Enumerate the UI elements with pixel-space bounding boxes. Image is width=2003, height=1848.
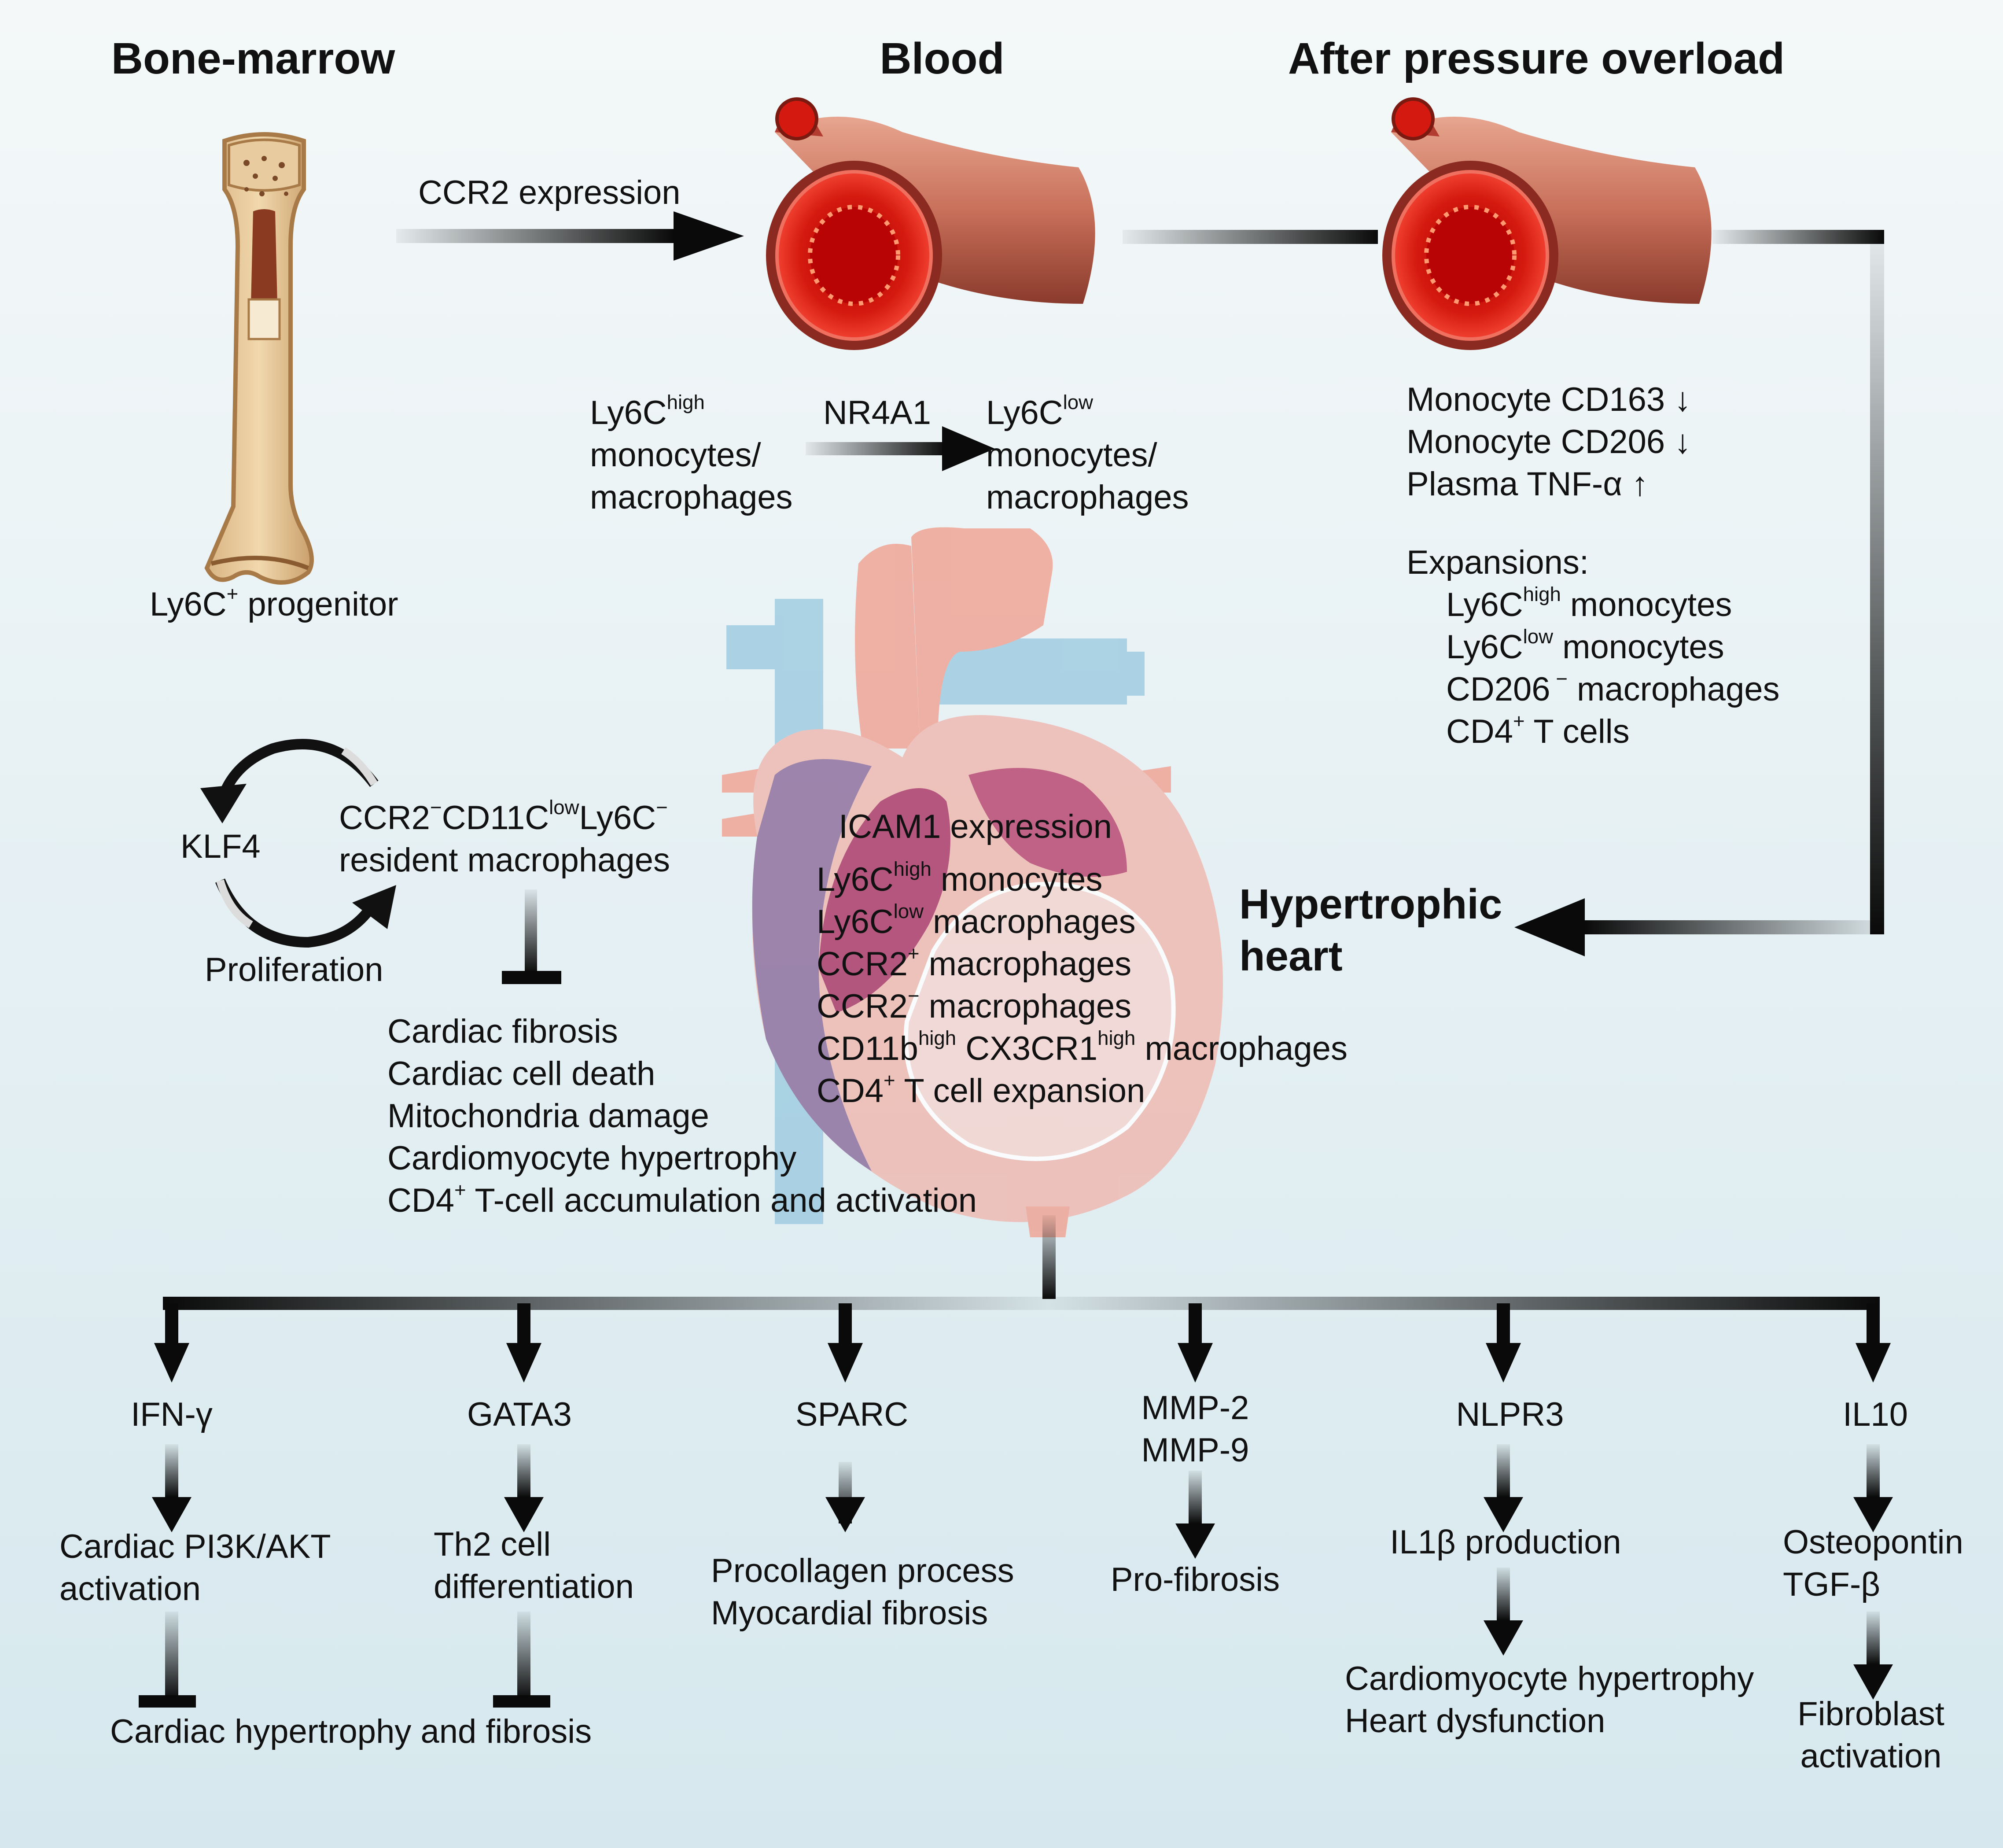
cardiac-hypertrophy-fibrosis-outcome: Cardiac hypertrophy and fibrosis [110,1713,592,1750]
mmp-effect: Pro-fibrosis [1110,1561,1280,1598]
header-after-pressure-overload: After pressure overload [1288,34,1785,83]
branch-mmp: MMP-2 MMP-9 [1141,1389,1249,1469]
nr4a1-arrow [806,426,995,471]
bone-illustration [204,132,314,585]
overload-markers: Monocyte CD163 ↓ Monocyte CD206 ↓ Plasma… [1407,381,1691,503]
sparc-effect: Procollagen process Myocardial fibrosis [711,1552,1014,1632]
klf4-label: KLF4 [180,828,261,865]
proliferation-label: Proliferation [205,951,383,989]
branch-il10: IL10 [1843,1396,1908,1433]
klf4-cycle-arrows [200,739,396,948]
ifn-effect: Cardiac PI3K/AKT activation [59,1528,331,1608]
overload-vessel-illustration [1382,97,1712,350]
nr4a1-label: NR4A1 [823,394,931,432]
hypertrophic-heart-label: Hypertrophic heart [1239,881,1502,980]
blood-to-overload-connector [1123,230,1378,244]
header-blood: Blood [880,34,1005,83]
branch-gata3: GATA3 [467,1396,572,1433]
resident-inhibition [502,889,561,984]
branch-ifn-gamma: IFN-γ [131,1396,213,1433]
secondary-arrows [152,1444,1893,1700]
blood-vessel-illustration [766,97,1095,350]
branch-sparc: SPARC [795,1396,909,1433]
overload-to-hypertrophic-connector [1514,230,1884,956]
icam1-expression-label: ICAM1 expression [839,808,1112,845]
inhibition-bars [139,1612,550,1708]
nlpr3-outcome: Cardiomyocyte hypertrophy Heart dysfunct… [1345,1660,1754,1740]
expansions-list: Expansions: Ly6Chigh monocytes Ly6Clow m… [1407,544,1780,750]
gata3-effect: Th2 cell differentiation [434,1526,634,1605]
ly6c-high-label: Ly6Chigh monocytes/ macrophages [590,391,793,516]
ly6c-low-label: Ly6Clow monocytes/ macrophages [986,391,1189,516]
branch-trunk [163,1215,1880,1310]
il10-effect: Osteopontin TGF-β [1783,1523,1963,1603]
ccr2-arrow [396,211,744,261]
progenitor-label: Ly6C+ progenitor [150,582,398,623]
ccr2-expression-label: CCR2 expression [418,174,681,211]
heart-cell-list: Ly6Chigh monocytes Ly6Clow macrophages C… [817,857,1348,1110]
branch-arrows [154,1303,1891,1383]
nlpr3-effect: IL1β production [1390,1523,1621,1561]
resident-macrophages-label: CCR2−CD11ClowLy6C− resident macrophages [339,796,670,879]
branch-nlpr3: NLPR3 [1456,1396,1564,1433]
header-bone-marrow: Bone-marrow [111,34,395,83]
il10-outcome: Fibroblast activation [1797,1695,1944,1775]
inhibited-effects-list: Cardiac fibrosis Cardiac cell death Mito… [387,1013,977,1219]
